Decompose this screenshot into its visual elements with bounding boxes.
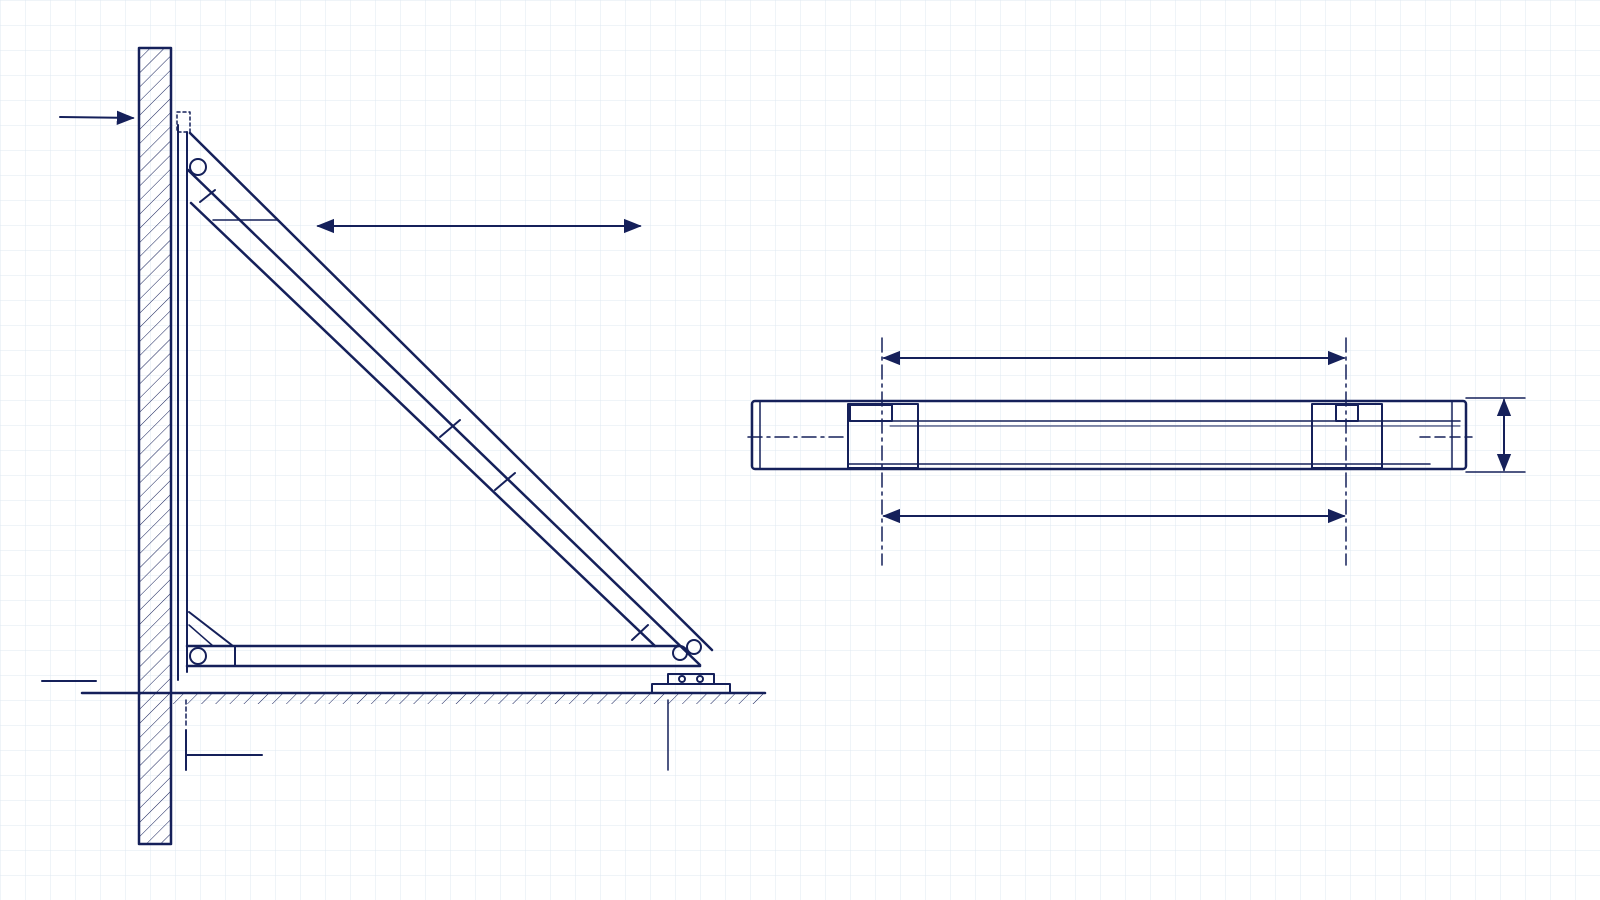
center-lines <box>747 337 1526 566</box>
wall-reference-arrow <box>59 110 135 125</box>
horizontal-member <box>185 644 702 668</box>
bottom-pivot-pin <box>189 647 207 665</box>
top-plan-view <box>747 337 1526 566</box>
top-pivot-pin <box>189 158 207 176</box>
diagonal-brace <box>186 131 714 667</box>
rail-bar <box>750 399 1468 471</box>
end-blocks <box>847 403 1383 469</box>
vertical-member <box>176 111 191 681</box>
wall <box>137 46 173 846</box>
corner-pivot-pin-2 <box>686 639 702 655</box>
section-reference-arrow <box>185 729 263 771</box>
corner-pivot-pin <box>672 645 688 661</box>
side-elevation-view <box>41 46 767 846</box>
base-plate <box>651 673 731 771</box>
pivot-pins <box>189 158 702 665</box>
